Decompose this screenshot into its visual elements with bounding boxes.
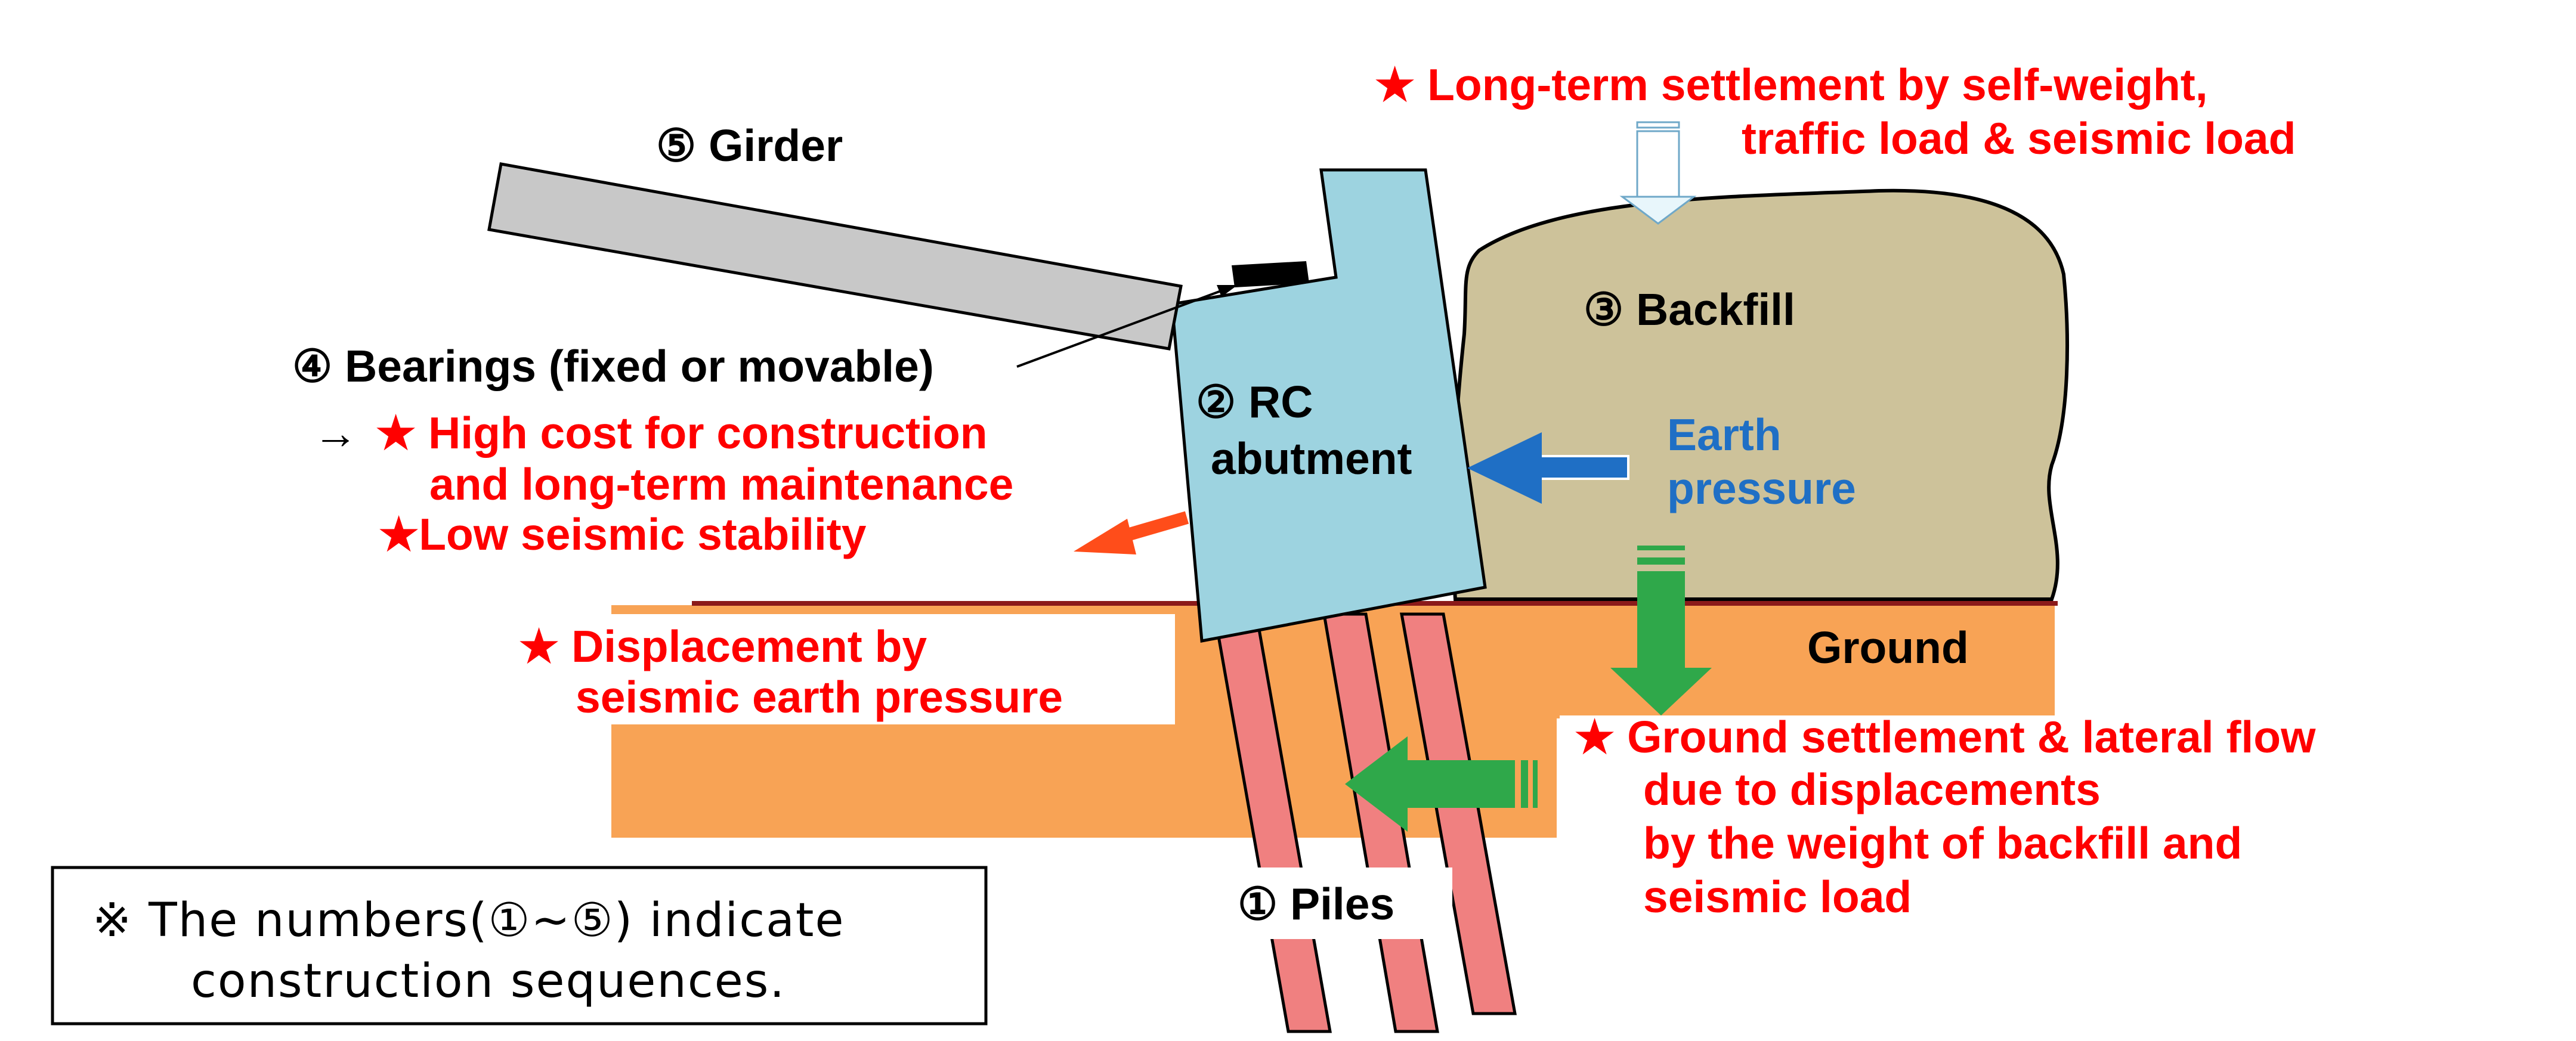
earth-pressure-label-line1: Earth xyxy=(1667,410,1782,460)
bearings-issue-line2: and long-term maintenance xyxy=(429,459,1013,509)
note-box xyxy=(51,866,988,1025)
displacement-label-line2: seismic earth pressure xyxy=(576,672,1063,722)
backfill-soil xyxy=(1451,188,2069,601)
piles-label: ① Piles xyxy=(1238,879,1394,929)
backfill-label: ③ Backfill xyxy=(1584,284,1795,334)
ground-settlement-arrow xyxy=(1610,546,1712,715)
bearings-issue-arrow: → xyxy=(313,408,358,458)
seismic-stability-arrow xyxy=(1074,511,1189,554)
bearings-issue-line1: ★ High cost for construction xyxy=(376,408,988,458)
lateral-flow-label-line3: by the weight of backfill and xyxy=(1643,818,2242,868)
settlement-load-arrow xyxy=(1619,121,1697,225)
bearing-leader-line xyxy=(1016,288,1226,368)
settlement-label-line2: traffic load & seismic load xyxy=(1742,113,2296,163)
earth-pressure-label-line2: pressure xyxy=(1667,463,1856,513)
abutment-label-line2: abutment xyxy=(1211,433,1412,484)
piles-label-box xyxy=(1226,868,1452,939)
rc-abutment xyxy=(1170,168,1487,643)
stability-issue-label: ★Low seismic stability xyxy=(379,509,867,559)
lateral-flow-label-line1: ★ Ground settlement & lateral flow xyxy=(1575,712,2316,762)
abutment-label-line1: ② RC xyxy=(1196,377,1313,427)
lateral-flow-label-line2: due to displacements xyxy=(1643,764,2101,814)
ground-label: Ground xyxy=(1807,622,1969,673)
girder xyxy=(487,162,1183,351)
displacement-label-line1: ★ Displacement by xyxy=(519,621,927,671)
note-line2: construction sequences. xyxy=(191,955,786,1008)
earth-pressure-arrow xyxy=(1467,432,1629,504)
bearing-leader-arrowhead xyxy=(1217,285,1238,297)
ground-settlement-label-box xyxy=(1560,715,2574,930)
bearing xyxy=(1232,261,1309,287)
girder-label: ⑤ Girder xyxy=(656,120,843,171)
displacement-label-box xyxy=(516,614,1175,724)
lateral-flow-arrow xyxy=(1345,736,1538,832)
lateral-flow-label-line4: seismic load xyxy=(1643,872,1912,922)
note-line1: ※ The numbers(①~⑤) indicate xyxy=(92,894,845,947)
settlement-label-line1: ★ Long-term settlement by self-weight, xyxy=(1375,60,2208,110)
bearings-label: ④ Bearings (fixed or movable) xyxy=(292,341,934,391)
